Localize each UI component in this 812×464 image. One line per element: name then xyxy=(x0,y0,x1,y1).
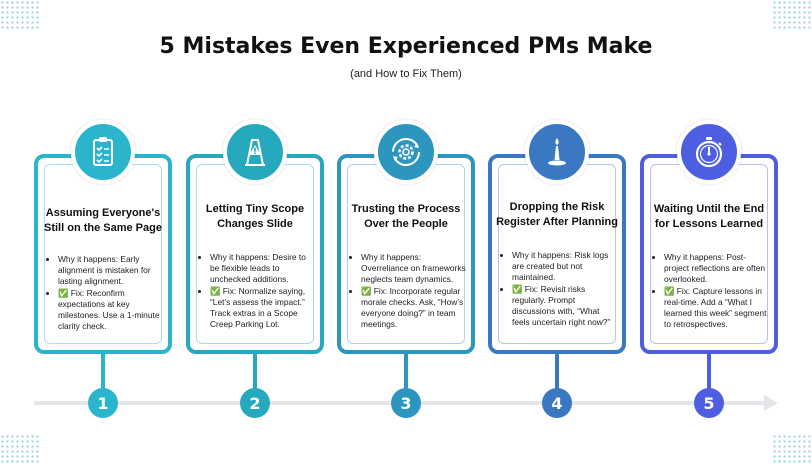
step-number-badge: 4 xyxy=(542,388,572,418)
card-bullet-why: Why it happens: Desire to be flexible le… xyxy=(210,252,316,285)
card-title: Letting Tiny Scope Changes Slide xyxy=(205,203,305,230)
card-bullet-fix: ✅ Fix: Revisit risks regularly. Prompt d… xyxy=(512,284,618,328)
step-number-badge: 2 xyxy=(240,388,270,418)
gear-cycle-icon xyxy=(374,120,438,184)
decorative-dots-bottom-left xyxy=(0,434,40,464)
page-subtitle: (and How to Fix Them) xyxy=(350,68,462,80)
decorative-dots-top-right xyxy=(772,0,812,30)
card-title: Assuming Everyone's Still on the Same Pa… xyxy=(44,207,162,234)
mistake-card-5: Waiting Until the End for Lessons Learne… xyxy=(640,154,778,354)
card-bullet-fix: ✅ Fix: Incorporate regular morale checks… xyxy=(361,286,467,330)
card-bullet-fix: ✅ Fix: Capture lessons in real-time. Add… xyxy=(664,286,770,330)
card-bullet-why: Why it happens: Post-project reflections… xyxy=(664,252,770,285)
melting-candle-icon xyxy=(525,120,589,184)
step-number-badge: 1 xyxy=(88,388,118,418)
card-bullet-why: Why it happens: Overreliance on framewor… xyxy=(361,252,467,285)
page-title: 5 Mistakes Even Experienced PMs Make xyxy=(159,34,653,59)
stopwatch-icon xyxy=(677,120,741,184)
step-number-badge: 5 xyxy=(694,388,724,418)
card-title: Waiting Until the End for Lessons Learne… xyxy=(653,203,765,230)
timeline-arrow-icon xyxy=(764,395,778,411)
card-bullet-why: Why it happens: Risk logs are created bu… xyxy=(512,250,618,283)
card-bullet-list: Why it happens: Early alignment is mista… xyxy=(48,254,164,333)
timeline-connector xyxy=(404,354,408,390)
card-bullet-list: Why it happens: Risk logs are created bu… xyxy=(502,250,618,329)
card-bullet-fix: ✅ Fix: Normalize saying, “Let’s assess t… xyxy=(210,286,316,330)
card-bullet-why: Why it happens: Early alignment is mista… xyxy=(58,254,164,287)
timeline-connector xyxy=(253,354,257,390)
mistake-card-1: Assuming Everyone's Still on the Same Pa… xyxy=(34,154,172,354)
card-bullet-list: Why it happens: Post-project reflections… xyxy=(654,252,770,331)
timeline-connector xyxy=(707,354,711,390)
card-title: Dropping the Risk Register After Plannin… xyxy=(496,201,618,228)
decorative-dots-top-left xyxy=(0,0,40,30)
timeline-connector xyxy=(555,354,559,390)
mistake-card-2: Letting Tiny Scope Changes Slide Why it … xyxy=(186,154,324,354)
card-bullet-list: Why it happens: Desire to be flexible le… xyxy=(200,252,316,331)
step-number-badge: 3 xyxy=(391,388,421,418)
mistake-card-3: Trusting the Process Over the People Why… xyxy=(337,154,475,354)
card-bullet-list: Why it happens: Overreliance on framewor… xyxy=(351,252,467,331)
card-title: Trusting the Process Over the People xyxy=(351,203,461,230)
decorative-dots-bottom-right xyxy=(772,434,812,464)
warning-sign-icon xyxy=(223,120,287,184)
timeline-connector xyxy=(101,354,105,390)
clipboard-checklist-icon xyxy=(71,120,135,184)
card-bullet-fix: ✅ Fix: Reconfirm expectations at key mil… xyxy=(58,288,164,332)
mistake-card-4: Dropping the Risk Register After Plannin… xyxy=(488,154,626,354)
